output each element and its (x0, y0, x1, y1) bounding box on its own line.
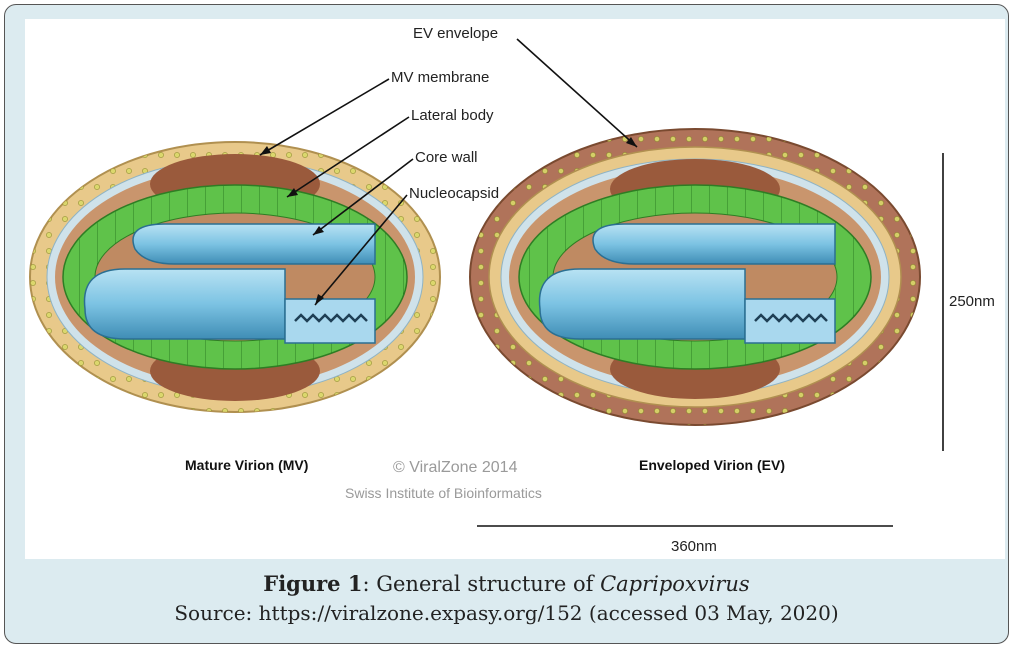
label-lateral-body: Lateral body (411, 107, 494, 124)
label-ev-envelope: EV envelope (413, 25, 498, 42)
figure-title-prefix: : General structure of (362, 572, 600, 596)
virion-diagram (25, 19, 1005, 559)
label-core-wall: Core wall (415, 149, 478, 166)
label-scale-width: 360nm (671, 538, 717, 555)
mv-nucleocapsid-upper (133, 224, 375, 264)
label-mv-membrane: MV membrane (391, 69, 489, 86)
enveloped-virion (470, 129, 920, 425)
leader-ev-envelope (517, 39, 637, 147)
label-enveloped-virion: Enveloped Virion (EV) (639, 457, 785, 473)
figure-caption-title: Figure 1: General structure of Capripoxv… (5, 571, 1008, 596)
label-scale-height: 250nm (949, 293, 995, 310)
figure-title-genus: Capripoxvirus (600, 572, 750, 596)
ev-nucleocapsid-lower (540, 269, 746, 339)
mv-nucleocapsid-lower (85, 269, 286, 339)
figure-frame: EV envelope MV membrane Lateral body Cor… (4, 4, 1009, 644)
figure-image: EV envelope MV membrane Lateral body Cor… (25, 19, 1005, 559)
ev-nucleocapsid-upper (593, 224, 835, 264)
figure-caption-source: Source: https://viralzone.expasy.org/152… (5, 601, 1008, 625)
label-nucleocapsid: Nucleocapsid (409, 185, 499, 202)
viralzone-credit: © ViralZone 2014 (393, 459, 517, 477)
mature-virion (30, 142, 440, 412)
label-mature-virion: Mature Virion (MV) (185, 457, 308, 473)
sib-credit: Swiss Institute of Bioinformatics (345, 485, 542, 501)
figure-label: Figure 1 (263, 571, 362, 596)
